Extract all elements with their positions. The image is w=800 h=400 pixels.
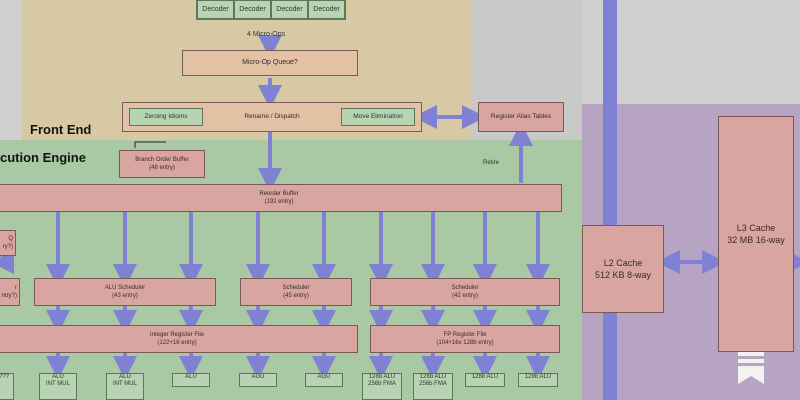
branch-order-buffer-label: Branch Order Buffer bbox=[135, 157, 189, 163]
alu-scheduler-entries: (43 entry) bbox=[112, 293, 138, 299]
branch-order-buffer-entries: (48 entry) bbox=[149, 165, 175, 171]
exec-unit: ALU INT MUL bbox=[39, 373, 77, 400]
background-right bbox=[582, 0, 800, 104]
exec-unit: AGU bbox=[239, 373, 277, 387]
zeroing-idioms: Zeroing Idioms bbox=[129, 108, 203, 126]
register-alias-tables: Register Alias Tables bbox=[478, 102, 564, 132]
micro-op-queue: Micro-Op Queue? bbox=[182, 50, 358, 76]
fp-register-file: FP Register File (104+16x 128b entry) bbox=[370, 325, 560, 353]
move-elimination: Move Elimination bbox=[341, 108, 415, 126]
exec-unit: 128b ALU 256b FMA bbox=[362, 373, 402, 400]
partial-queue-box: Q ry?) bbox=[0, 230, 16, 256]
move-elimination-label: Move Elimination bbox=[353, 113, 403, 120]
agu-scheduler-entries: (45 entry) bbox=[283, 293, 309, 299]
partial-scheduler-entries: ntry?) bbox=[1, 293, 17, 299]
exec-unit-line1: ALU bbox=[119, 374, 131, 380]
reorder-buffer: Reorder Buffer (192 entry) bbox=[0, 184, 562, 212]
micro-op-queue-label: Micro-Op Queue? bbox=[242, 59, 298, 66]
l2-cache-detail: 512 KB 8-way bbox=[594, 270, 652, 280]
partial-scheduler-box: r ntry?) bbox=[0, 278, 20, 306]
exec-unit-line2: INT MUL bbox=[46, 381, 70, 387]
exec-unit-line1: AGU bbox=[317, 374, 331, 380]
exec-unit-line1: 128b ALU bbox=[419, 374, 447, 380]
system-bus bbox=[603, 0, 617, 400]
exec-unit-line1: ALU bbox=[185, 374, 197, 380]
exec-unit-line1: 128b ALU bbox=[524, 374, 552, 380]
register-alias-tables-label: Register Alias Tables bbox=[490, 113, 552, 120]
exec-unit: 128b ALU bbox=[518, 373, 558, 387]
exec-unit: AGU bbox=[305, 373, 343, 387]
exec-unit-line2: 256b FMA bbox=[419, 381, 447, 387]
fp-register-file-entries: (104+16x 128b entry) bbox=[436, 340, 494, 346]
exec-unit: ??? bbox=[0, 373, 14, 400]
execution-engine-title: cution Engine bbox=[0, 150, 86, 165]
exec-unit: ALU bbox=[172, 373, 210, 387]
exec-unit-line2: 256b FMA bbox=[368, 381, 396, 387]
l3-cache: L3 Cache 32 MB 16-way bbox=[718, 116, 794, 352]
decoder-box: Decoder bbox=[308, 0, 345, 19]
exec-unit-line1: AGU bbox=[251, 374, 265, 380]
fp-scheduler: Scheduler (42 entry) bbox=[370, 278, 560, 306]
integer-register-file-label: Integer Register File bbox=[149, 332, 205, 338]
branch-connector bbox=[134, 141, 166, 148]
fp-scheduler-label: Scheduler bbox=[451, 285, 479, 291]
decoders-group: Decoder Decoder Decoder Decoder bbox=[196, 0, 346, 20]
exec-unit: 128b ALU 256b FMA bbox=[413, 373, 453, 400]
exec-unit-line2: INT MUL bbox=[113, 381, 137, 387]
integer-register-file-entries: (122+16 entry) bbox=[157, 340, 197, 346]
reorder-buffer-label: Reorder Buffer bbox=[259, 191, 299, 197]
bookmark-logo-icon bbox=[738, 352, 764, 384]
decoder-box: Decoder bbox=[234, 0, 271, 19]
rename-dispatch: Zeroing Idioms Rename / Dispatch Move El… bbox=[122, 102, 422, 132]
fp-scheduler-entries: (42 entry) bbox=[452, 293, 478, 299]
retire-label: Retire bbox=[483, 160, 500, 166]
l2-cache: L2 Cache 512 KB 8-way bbox=[582, 225, 664, 313]
partial-queue-name: Q bbox=[8, 236, 13, 242]
zeroing-idioms-label: Zeroing Idioms bbox=[144, 113, 188, 120]
decoder-box: Decoder bbox=[197, 0, 234, 19]
exec-unit-line1: 128b ALU bbox=[368, 374, 396, 380]
fp-register-file-label: FP Register File bbox=[443, 332, 487, 338]
alu-scheduler-label: ALU Scheduler bbox=[104, 285, 146, 291]
l2-cache-label: L2 Cache bbox=[603, 258, 643, 268]
reorder-buffer-entries: (192 entry) bbox=[264, 199, 294, 205]
l3-cache-detail: 32 MB 16-way bbox=[727, 235, 785, 245]
micro-ops-label: 4 Micro-Ops bbox=[247, 31, 286, 38]
exec-unit-line1: ALU bbox=[52, 374, 64, 380]
exec-unit-line1: ??? bbox=[0, 374, 9, 380]
agu-scheduler-label: Scheduler bbox=[282, 285, 310, 291]
decoder-box: Decoder bbox=[271, 0, 308, 19]
agu-scheduler: Scheduler (45 entry) bbox=[240, 278, 352, 306]
partial-queue-entries: ry?) bbox=[2, 244, 13, 250]
rename-dispatch-label: Rename / Dispatch bbox=[244, 113, 300, 120]
branch-order-buffer: Branch Order Buffer (48 entry) bbox=[119, 150, 205, 178]
exec-unit: 128b ALU bbox=[465, 373, 505, 387]
front-end-title: Front End bbox=[30, 122, 92, 137]
integer-register-file: Integer Register File (122+16 entry) bbox=[0, 325, 358, 353]
exec-unit-line1: 128b ALU bbox=[471, 374, 499, 380]
partial-scheduler-name: r bbox=[15, 285, 17, 291]
l3-cache-label: L3 Cache bbox=[736, 223, 776, 233]
alu-scheduler: ALU Scheduler (43 entry) bbox=[34, 278, 216, 306]
exec-unit: ALU INT MUL bbox=[106, 373, 144, 400]
